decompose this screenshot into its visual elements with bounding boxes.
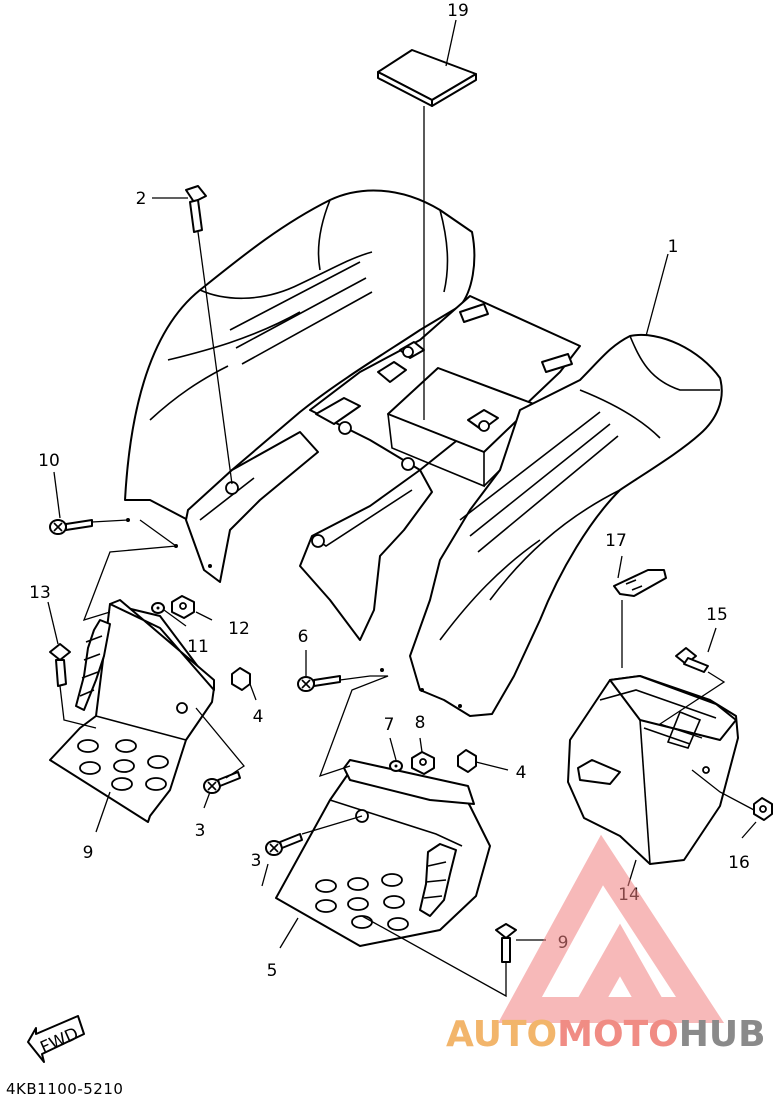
part-3-screw-left xyxy=(203,771,241,794)
watermark-auto: AUTO xyxy=(446,1014,557,1055)
callout-13: 12 xyxy=(228,619,250,639)
callout-6: 6 xyxy=(298,627,309,647)
part-18-clip xyxy=(613,569,667,597)
callout-2: 2 xyxy=(136,189,147,209)
part-15-rear-box xyxy=(567,675,739,865)
callout-19: 19 xyxy=(447,1,469,21)
part-16-bolt xyxy=(675,647,709,673)
callout-18: 17 xyxy=(605,531,627,551)
part-11-screw xyxy=(49,519,93,535)
part-9-bolt xyxy=(495,923,517,963)
part-6-screw xyxy=(297,675,341,692)
part-13-nut xyxy=(171,595,195,619)
callout-7: 7 xyxy=(384,715,395,735)
callout-11: 10 xyxy=(38,451,60,471)
part-17-nut xyxy=(753,797,773,821)
part-8-nut xyxy=(411,751,435,775)
part-7-washer xyxy=(389,760,403,772)
callout-8: 8 xyxy=(415,713,426,733)
part-10-left-footrest xyxy=(49,599,215,823)
callout-17: 16 xyxy=(728,853,750,873)
callout-3-right: 3 xyxy=(251,851,262,871)
hardware xyxy=(49,185,773,963)
watermark-triangle-icon xyxy=(498,834,725,1023)
leader-lines xyxy=(47,19,757,998)
callout-16: 15 xyxy=(706,605,728,625)
part-5-right-footrest xyxy=(275,759,491,947)
part-14-bolt xyxy=(49,643,71,687)
part-2-bolt xyxy=(185,185,207,233)
watermark: AUTOMOTOHUB xyxy=(446,834,766,1055)
watermark-hub: HUB xyxy=(679,1014,766,1055)
callout-1: 1 xyxy=(668,237,679,257)
callout-4-right: 4 xyxy=(516,763,527,783)
callout-14: 13 xyxy=(29,583,51,603)
part-1-rear-fender xyxy=(124,189,723,717)
part-19-pad xyxy=(377,49,477,107)
diagram-code: 4KB1100-5210 xyxy=(6,1080,123,1098)
svg-text:AUTOMOTOHUB: AUTOMOTOHUB xyxy=(446,1014,766,1055)
fwd-arrow-icon: FWD xyxy=(27,1015,85,1063)
part-4-nut-right xyxy=(457,749,477,773)
callout-10: 9 xyxy=(83,843,94,863)
watermark-moto: MOTO xyxy=(557,1014,679,1055)
callout-3-left: 3 xyxy=(195,821,206,841)
part-3-screw-right xyxy=(265,833,303,856)
callout-12: 11 xyxy=(187,637,209,657)
part-12-washer xyxy=(151,602,165,614)
callout-5: 5 xyxy=(267,961,278,981)
part-4-nut-left xyxy=(231,667,251,691)
callout-4-left: 4 xyxy=(253,707,264,727)
